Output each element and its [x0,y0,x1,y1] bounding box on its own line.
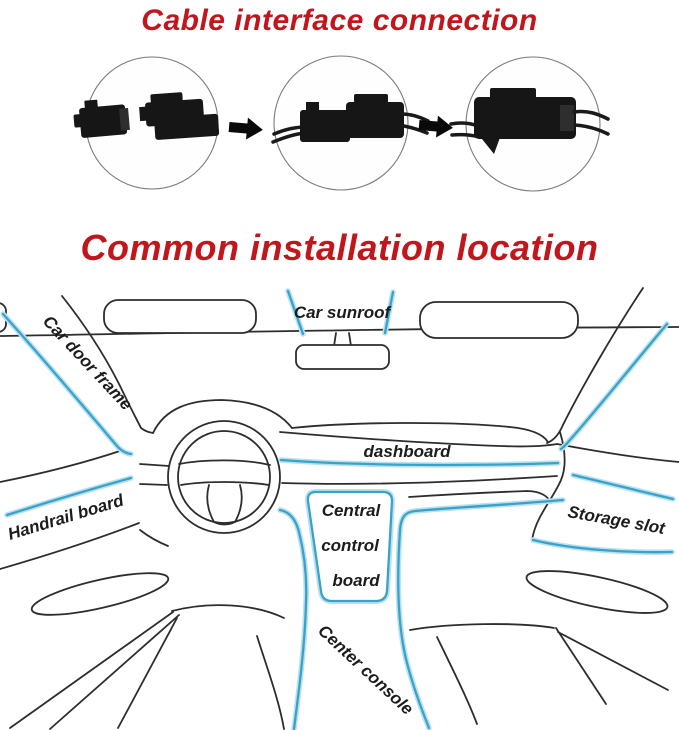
right-door-handle [525,570,669,614]
car-interior-diagram: Car sunroof Car door frame dashboard Han… [0,287,679,730]
left-door-top [0,449,124,483]
arrow-right-icon [418,115,453,138]
left-a-pillar [61,295,142,429]
highlight-sunroof-left [286,289,305,336]
label-board: board [332,571,380,590]
steering-wheel-rim-inner [177,430,271,524]
highlight-car-door-frame [1,312,133,456]
cowl-line [291,422,549,443]
car-sketch-lines [0,287,679,730]
highlight-dashboard [279,458,560,467]
right-seat-inner [436,636,478,725]
left-door-handle [30,572,170,616]
right-seat-lines [555,627,669,705]
highlight-handrail [5,476,133,517]
highlight-storage-lower [531,538,674,554]
install-section-title: Common installation location [80,227,599,268]
left-seat-lines [9,611,180,730]
label-car-sunroof: Car sunroof [294,303,393,322]
label-central: Central [322,501,382,520]
left-sun-visor [103,299,257,334]
cable-connection-figure [73,55,610,192]
highlight-console-left [278,508,308,730]
cowl-left [140,427,154,434]
connector-pair-locked-icon [449,88,610,154]
dash-crease [408,490,552,504]
mirror-stem [333,332,352,347]
label-control: control [321,536,380,555]
left-seat-top [171,604,285,619]
highlight-console-right [397,498,565,730]
rear-view-mirror [295,344,390,370]
cable-section-title: Cable interface connection [141,4,538,37]
highlight-sunroof-right [383,290,395,335]
highlight-right-door-frame [559,322,669,451]
label-dashboard: dashboard [364,442,452,461]
dash-top-edge [279,431,558,448]
right-sun-visor [419,301,579,339]
right-door-top [556,443,679,463]
instrument-hood [152,399,293,434]
steering-wheel-spokes [178,459,271,486]
steering-column [139,529,169,547]
left-armrest-line [0,522,140,570]
highlight-storage-upper [571,473,675,501]
left-seat-inner [256,635,285,730]
right-a-pillar [546,287,644,444]
connector-pair-engaged-icon [271,94,430,144]
dash-lines-left [139,463,170,486]
label-storage-slot: Storage slot [566,502,667,538]
steering-wheel-rim-outer [167,420,281,534]
led-highlight-lines [0,288,676,730]
highlight-central-control-panel [306,490,394,603]
connector-pair-separated-icon [73,92,220,140]
steering-wheel-hub [206,484,243,526]
arrow-right-icon [228,117,263,140]
dash-lower-edge [281,475,558,485]
right-seat-top [409,623,555,631]
